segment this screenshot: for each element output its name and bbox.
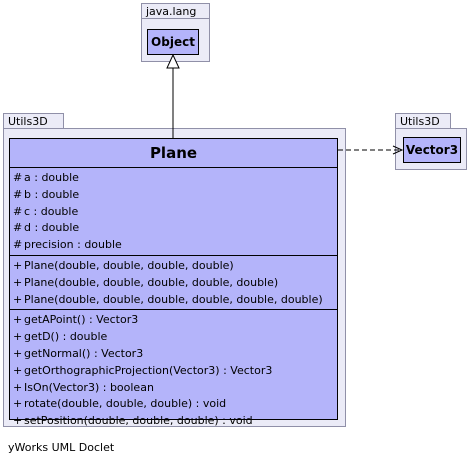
visibility-marker: + (13, 346, 23, 360)
package-name-utils3d-main: Utils3D (8, 115, 48, 128)
method-2: +getNormal() : Vector3 (10, 346, 337, 363)
class-vector3-name: Vector3 (405, 143, 459, 157)
attribute-text: precision : double (24, 238, 122, 252)
attribute-4: #precision : double (10, 237, 337, 254)
method-0: +getAPoint() : Vector3 (10, 312, 337, 329)
constructor-2: +Plane(double, double, double, double, d… (10, 292, 337, 309)
visibility-marker: # (13, 204, 23, 218)
visibility-marker: # (13, 221, 23, 235)
method-5: +rotate(double, double, double) : void (10, 396, 337, 413)
visibility-marker: + (13, 380, 23, 394)
visibility-marker: + (13, 292, 23, 306)
constructor-text: Plane(double, double, double, double, do… (24, 275, 279, 289)
class-plane[interactable]: Plane #a : double#b : double#c : double#… (9, 138, 338, 427)
method-4: +IsOn(Vector3) : boolean (10, 380, 337, 397)
attribute-text: b : double (24, 187, 80, 201)
attributes-compartment: #a : double#b : double#c : double#d : do… (10, 167, 337, 255)
constructors-compartment: +Plane(double, double, double, double)+P… (10, 254, 337, 309)
visibility-marker: + (13, 258, 23, 272)
visibility-marker: # (13, 187, 23, 201)
visibility-marker: + (13, 363, 23, 377)
method-text: getNormal() : Vector3 (24, 346, 144, 360)
method-text: setPosition(double, double, double) : vo… (24, 414, 253, 428)
class-object-name: Object (151, 35, 195, 49)
package-tab-java-lang: java.lang (141, 3, 210, 19)
methods-compartment: +getAPoint() : Vector3+getD() : double+g… (10, 309, 337, 431)
visibility-marker: + (13, 397, 23, 411)
attribute-0: #a : double (10, 170, 337, 187)
package-tab-utils3d-main: Utils3D (3, 113, 64, 129)
visibility-marker: # (13, 238, 23, 252)
attribute-text: c : double (24, 204, 79, 218)
constructor-1: +Plane(double, double, double, double, d… (10, 275, 337, 292)
constructor-0: +Plane(double, double, double, double) (10, 258, 337, 275)
package-name-utils3d-right: Utils3D (400, 115, 440, 128)
method-3: +getOrthographicProjection(Vector3) : Ve… (10, 363, 337, 380)
constructor-text: Plane(double, double, double, double) (24, 258, 234, 272)
method-text: getD() : double (24, 330, 108, 344)
method-text: getAPoint() : Vector3 (24, 313, 139, 327)
visibility-marker: + (13, 414, 23, 428)
method-text: rotate(double, double, double) : void (24, 397, 227, 411)
method-text: getOrthographicProjection(Vector3) : Vec… (24, 363, 273, 377)
attribute-text: d : double (24, 221, 80, 235)
attribute-2: #c : double (10, 204, 337, 221)
constructor-text: Plane(double, double, double, double, do… (24, 292, 323, 306)
method-1: +getD() : double (10, 329, 337, 346)
visibility-marker: + (13, 313, 23, 327)
package-name-java-lang: java.lang (146, 5, 197, 18)
class-vector3[interactable]: Vector3 (403, 137, 461, 163)
generalization-arrowhead (166, 53, 180, 69)
class-plane-name: Plane (149, 144, 198, 162)
attribute-1: #b : double (10, 187, 337, 204)
footer-credit: yWorks UML Doclet (8, 441, 115, 454)
attribute-3: #d : double (10, 220, 337, 237)
visibility-marker: + (13, 275, 23, 289)
dependency-arrowhead (392, 145, 404, 155)
method-text: IsOn(Vector3) : boolean (24, 380, 154, 394)
attribute-text: a : double (24, 171, 79, 184)
method-6: +setPosition(double, double, double) : v… (10, 413, 337, 430)
package-tab-utils3d-right: Utils3D (395, 113, 451, 129)
visibility-marker: + (13, 330, 23, 344)
visibility-marker: # (13, 171, 23, 184)
